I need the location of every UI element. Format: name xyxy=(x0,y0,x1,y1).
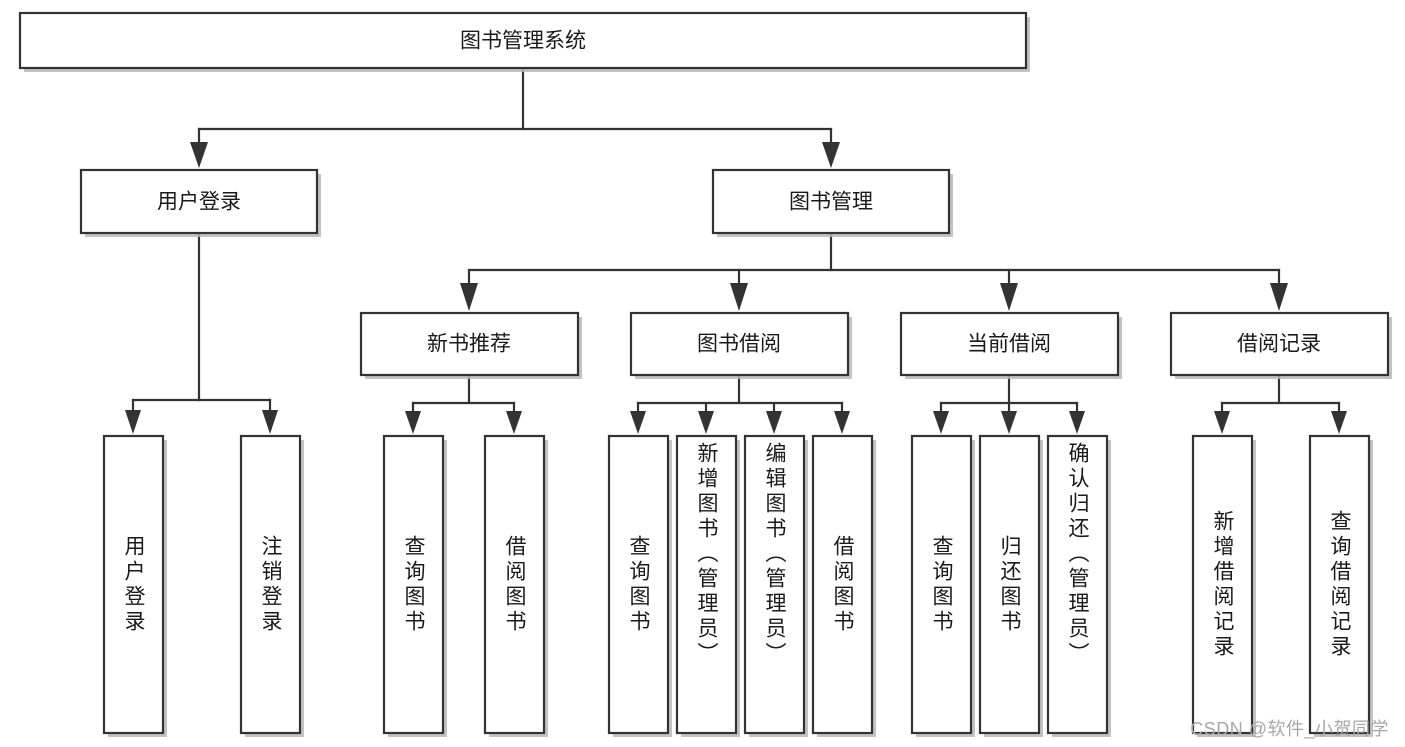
node-current-borrow[interactable]: 当前借阅 xyxy=(899,311,1122,379)
leaf-box-group xyxy=(102,434,1373,737)
arrowhead-borrow-leaf2 xyxy=(698,411,714,434)
leaf-box-bb-edit[interactable] xyxy=(743,434,806,735)
leaf-box-logout[interactable] xyxy=(239,434,302,735)
leaf-box-bb-borrow[interactable] xyxy=(811,434,874,735)
arrowhead-to-borrowrecord xyxy=(1270,283,1288,311)
arrowhead-borrow-leaf4 xyxy=(834,411,850,434)
arrowhead-current-leaf3 xyxy=(1069,411,1085,434)
arrowhead-newbook-leaf1 xyxy=(405,411,421,434)
root-label: 图书管理系统 xyxy=(460,30,586,53)
current-borrow-label: 当前借阅 xyxy=(967,333,1051,356)
leaf-box-cb-confirm[interactable] xyxy=(1046,434,1109,735)
arrowhead-to-currentborrow xyxy=(1000,283,1018,311)
leaf-box-nb-borrow[interactable] xyxy=(483,434,546,735)
node-new-book-recommend[interactable]: 新书推荐 xyxy=(359,311,582,379)
arrowhead-to-user-login xyxy=(190,142,208,168)
leaf-box-nb-query[interactable] xyxy=(382,434,445,735)
arrowhead-newbook-leaf2 xyxy=(506,411,522,434)
book-borrow-box xyxy=(629,311,850,377)
node-book-borrow[interactable]: 图书借阅 xyxy=(629,311,852,379)
leaf-box-bb-add[interactable] xyxy=(675,434,738,735)
book-management-label: 图书管理 xyxy=(789,191,873,214)
user-login-label: 用户登录 xyxy=(157,191,241,214)
arrowhead-to-book-mgmt xyxy=(822,142,840,168)
arrowhead-to-leaf-user-login xyxy=(125,410,141,434)
node-user-login[interactable]: 用户登录 xyxy=(79,168,321,237)
borrow-record-label: 借阅记录 xyxy=(1237,333,1321,356)
new-book-recommend-label: 新书推荐 xyxy=(427,333,511,356)
current-borrow-box xyxy=(899,311,1120,377)
arrowhead-borrow-leaf3 xyxy=(766,411,782,434)
leaf-box-cb-return[interactable] xyxy=(978,434,1041,735)
book-borrow-label: 图书借阅 xyxy=(697,333,781,356)
arrowhead-to-leaf-logout xyxy=(262,410,278,434)
node-borrow-record[interactable]: 借阅记录 xyxy=(1169,311,1392,379)
watermark: CSDN @软件_小贺同学 xyxy=(1190,719,1389,739)
leaf-box-br-add[interactable] xyxy=(1191,434,1254,735)
arrowhead-group xyxy=(125,142,1347,434)
borrow-record-box xyxy=(1169,311,1390,377)
arrowhead-record-leaf1 xyxy=(1214,411,1230,434)
arrowhead-record-leaf2 xyxy=(1331,411,1347,434)
new-book-recommend-box xyxy=(359,311,580,377)
arrowhead-current-leaf2 xyxy=(1001,411,1017,434)
node-root[interactable]: 图书管理系统 xyxy=(18,11,1030,72)
node-book-management[interactable]: 图书管理 xyxy=(711,168,953,237)
arrowhead-borrow-leaf1 xyxy=(630,411,646,434)
leaf-box-bb-query[interactable] xyxy=(607,434,670,735)
leaf-box-user-login[interactable] xyxy=(102,434,165,735)
leaf-box-br-query[interactable] xyxy=(1308,434,1371,735)
root-box xyxy=(18,11,1028,70)
book-management-box xyxy=(711,168,951,235)
arrowhead-current-leaf1 xyxy=(933,411,949,434)
arrowhead-to-bookborrow xyxy=(730,283,748,311)
arrowhead-to-newbook xyxy=(460,283,478,311)
leaf-box-cb-query[interactable] xyxy=(910,434,973,735)
user-login-box xyxy=(79,168,319,235)
